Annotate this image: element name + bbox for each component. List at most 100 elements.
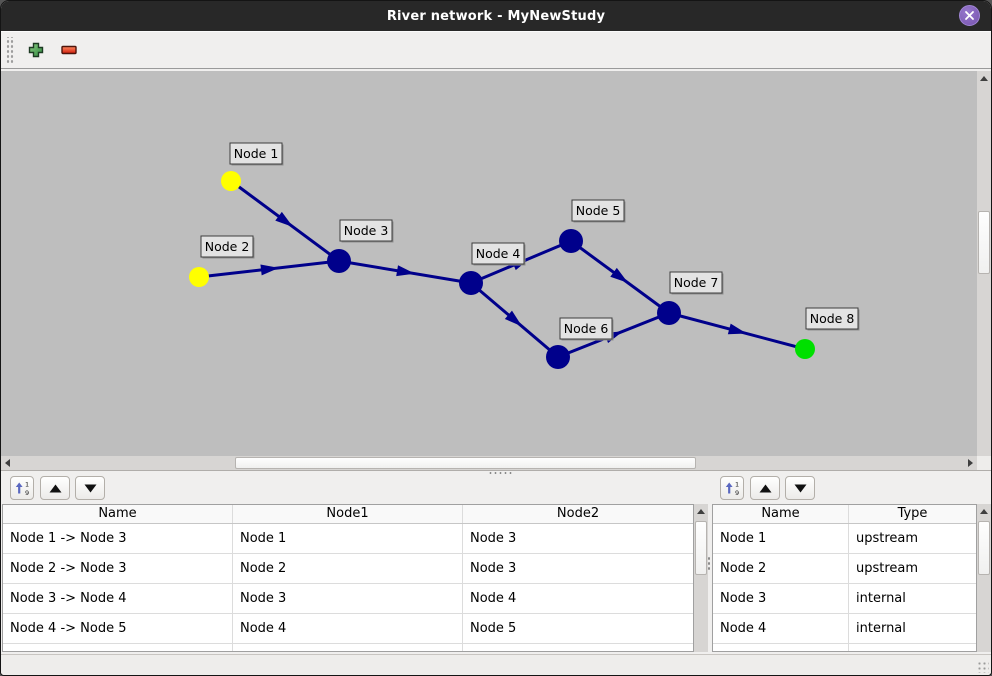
table-cell[interactable]: Node 4 [713, 614, 849, 643]
table-cell[interactable]: Node 2 -> Node 3 [3, 554, 233, 583]
graph-node[interactable] [459, 271, 483, 295]
table-cell[interactable]: Node 2 [233, 554, 463, 583]
table-cell[interactable]: Node 4 [470, 591, 517, 606]
scroll-up-icon[interactable] [977, 71, 991, 85]
table-cell[interactable]: Node 3 [233, 584, 463, 613]
table-cell[interactable] [463, 644, 693, 651]
titlebar[interactable]: River network - MyNewStudy [1, 1, 991, 31]
table-cell[interactable]: internal [856, 621, 906, 636]
node-label-box[interactable] [669, 271, 723, 294]
node-label-box[interactable] [339, 219, 393, 242]
graph-node[interactable] [657, 301, 681, 325]
vscroll-thumb[interactable] [695, 521, 707, 575]
canvas-hscrollbar[interactable] [1, 456, 977, 470]
table-cell[interactable]: Node 1 [713, 524, 849, 553]
sort-button[interactable]: 1 9 [720, 476, 744, 500]
scrollbar-corner [977, 456, 991, 470]
table-cell[interactable]: internal [856, 591, 906, 606]
node-label-box[interactable] [571, 199, 625, 222]
svg-text:1: 1 [735, 481, 739, 489]
node-label-box[interactable] [559, 317, 613, 340]
move-down-button[interactable] [75, 476, 105, 500]
table-cell[interactable] [233, 644, 463, 651]
resize-grip-icon[interactable] [976, 660, 989, 673]
reach-table-vscrollbar[interactable] [694, 504, 708, 652]
node-toolbar: 1 9 [712, 475, 991, 503]
table-cell[interactable]: Node 1 [233, 524, 463, 553]
node-label-box[interactable] [471, 242, 525, 265]
table-cell[interactable]: upstream [856, 561, 919, 576]
graph-node[interactable] [795, 339, 815, 359]
table-cell[interactable]: Node 1 -> Node 3 [3, 524, 233, 553]
column-header[interactable]: Name [3, 505, 233, 523]
table-cell[interactable]: Node 3 [470, 561, 517, 576]
move-up-button[interactable] [750, 476, 780, 500]
reach-toolbar: 1 9 [2, 475, 707, 503]
table-cell[interactable]: Node 3 [713, 584, 849, 613]
add-node-button[interactable] [23, 37, 49, 63]
table-row[interactable]: Node 1 upstream [713, 524, 976, 554]
vscroll-thumb[interactable] [978, 521, 990, 575]
scroll-up-icon[interactable] [977, 504, 991, 518]
table-cell[interactable]: Node 4 [233, 614, 463, 643]
table-row[interactable] [713, 644, 976, 651]
table-row[interactable]: Node 4 internal [713, 614, 976, 644]
table-cell[interactable]: Node 4 -> Node 5 [3, 614, 233, 643]
hscroll-thumb[interactable] [235, 457, 696, 469]
horizontal-splitter[interactable] [1, 470, 991, 474]
node-label-box[interactable] [805, 307, 859, 330]
graph-node[interactable] [327, 249, 351, 273]
column-header[interactable]: Type [897, 506, 928, 521]
column-header[interactable]: Name [713, 505, 849, 523]
node-label: Node 7 [674, 275, 719, 290]
graph-node[interactable] [546, 345, 570, 369]
table-cell[interactable]: Node 3 [470, 531, 517, 546]
remove-node-button[interactable] [56, 37, 82, 63]
column-header[interactable]: Node1 [233, 505, 463, 523]
table-row[interactable]: Node 3 internal [713, 584, 976, 614]
node-label: Node 2 [205, 239, 250, 254]
table-cell[interactable]: Node 3 -> Node 4 [3, 584, 233, 613]
close-button[interactable] [959, 5, 980, 26]
graph-node[interactable] [559, 229, 583, 253]
node-label-box[interactable] [229, 142, 283, 165]
table-row[interactable] [3, 644, 693, 651]
scroll-up-icon[interactable] [694, 504, 708, 518]
sort-button[interactable]: 1 9 [10, 476, 34, 500]
column-header[interactable]: Node2 [556, 506, 600, 521]
move-up-button[interactable] [40, 476, 70, 500]
toolbar-drag-handle[interactable] [6, 36, 14, 63]
scroll-right-icon[interactable] [964, 456, 977, 470]
window-title: River network - MyNewStudy [386, 8, 606, 24]
table-cell[interactable] [713, 644, 849, 651]
table-cell[interactable] [849, 644, 976, 651]
table-cell[interactable] [3, 644, 233, 651]
table-cell[interactable]: Node 2 [713, 554, 849, 583]
table-row[interactable]: Node 2 upstream [713, 554, 976, 584]
svg-text:1: 1 [25, 481, 29, 489]
table-cell[interactable]: upstream [856, 531, 919, 546]
vscroll-thumb[interactable] [978, 211, 990, 274]
close-icon [965, 11, 974, 20]
table-cell[interactable]: Node 5 [470, 621, 517, 636]
flow-direction-arrow-icon [610, 267, 629, 283]
graph-node[interactable] [221, 171, 241, 191]
panel-splitter[interactable] [706, 474, 712, 654]
move-down-button[interactable] [785, 476, 815, 500]
node-table-vscrollbar[interactable] [977, 504, 991, 652]
graph-node[interactable] [189, 267, 209, 287]
node-label-box[interactable] [200, 235, 254, 258]
canvas-vscrollbar[interactable] [977, 71, 991, 558]
scroll-left-icon[interactable] [1, 456, 14, 470]
